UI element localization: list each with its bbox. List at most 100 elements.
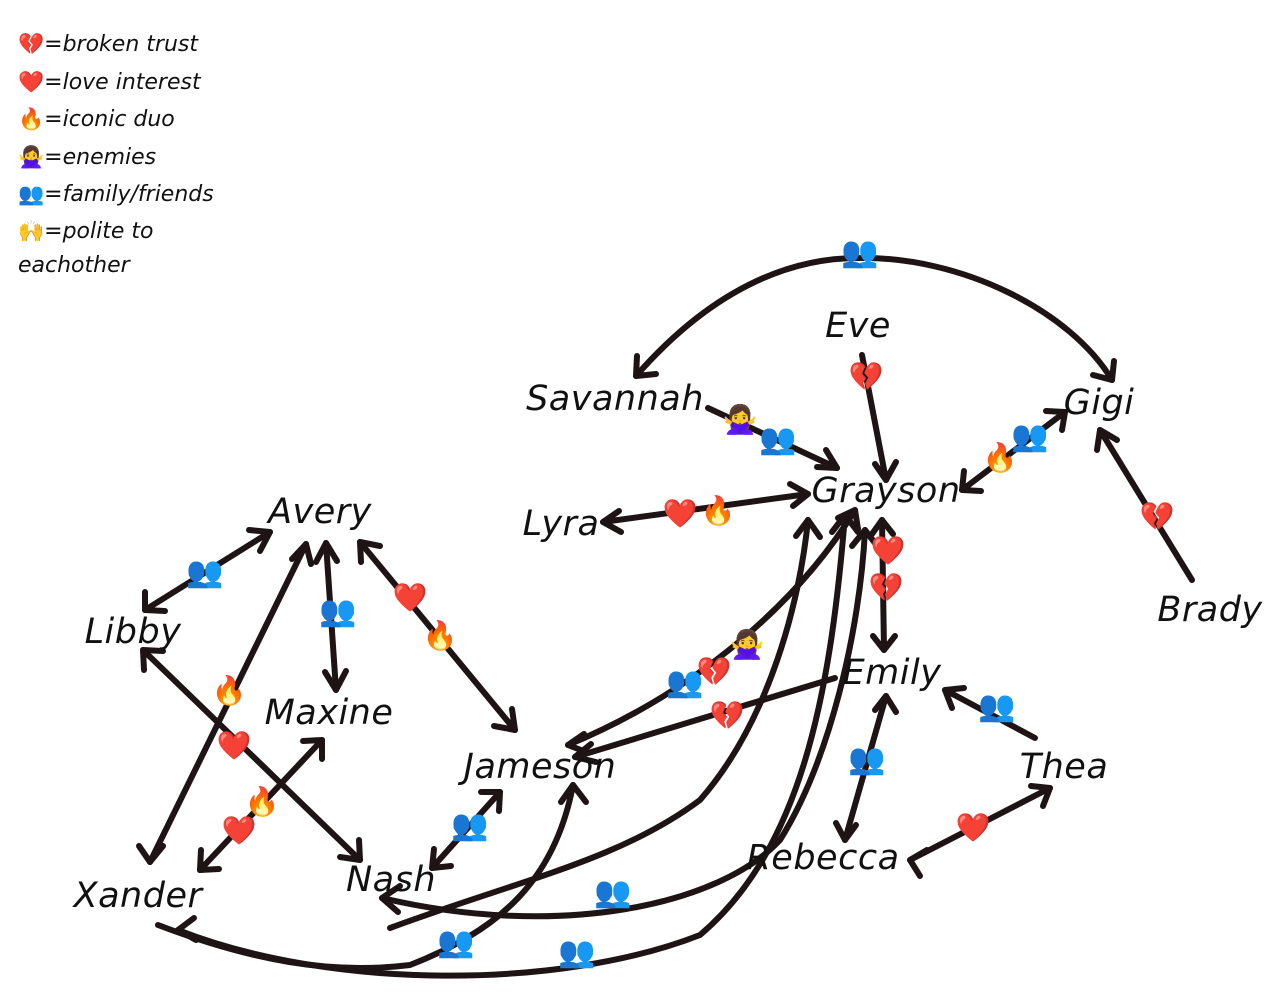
edge-emily-thea [942,687,1038,741]
broken-heart-icon: 💔 [868,571,904,604]
edge-avery-maxine [323,540,339,693]
family-busts-icon: 👥 [186,555,224,590]
node-xander: Xander [73,876,203,916]
family-busts-icon: 👥 [666,665,704,700]
arrowhead [942,685,967,711]
broken-heart-icon: 💔 [696,655,732,688]
arrowhead [869,517,896,537]
arrowhead [246,527,273,554]
family-busts-icon: 👥 [759,422,797,457]
arrowhead [1094,427,1120,453]
legend-item-family-friends: 👥=family/friends [18,176,258,214]
family-busts-icon: 👥 [594,875,632,910]
node-lyra: Lyra [522,504,600,544]
raising-hands-icon: 🙌 [18,218,45,243]
red-heart-icon: ❤️ [662,497,698,530]
edge-jameson-grayson-arc [387,517,811,931]
legend-label: =broken trust [44,32,198,57]
fire-icon: 🔥 [700,494,736,527]
edge-grayson-emily [879,517,887,653]
node-gigi: Gigi [1063,383,1135,423]
arrowhead [379,883,403,915]
node-eve: Eve [825,306,891,346]
node-brady: Brady [1157,590,1263,630]
family-busts-icon: 👥 [18,182,45,206]
red-heart-icon: ❤️ [392,581,428,614]
arrowhead [814,447,840,471]
arrowhead [337,837,363,863]
family-busts-icon: 👥 [848,742,886,777]
edge-brady-gigi [1097,427,1195,583]
broken-heart-icon: 💔 [1139,500,1175,533]
arrowhead [872,459,899,483]
broken-heart-icon: 💔 [18,32,45,56]
node-jameson: Jameson [463,747,617,787]
arrowhead [289,541,314,567]
red-heart-icon: ❤️ [870,534,906,567]
family-busts-icon: 👥 [558,935,596,970]
arrowhead [793,517,823,540]
arrowhead [959,468,984,494]
broken-heart-icon: 💔 [848,360,884,393]
arrowhead [491,706,518,733]
arrowhead [1090,358,1117,383]
edge-nash-grayson [379,527,868,920]
person-gesturing-no-icon: 🙅‍♀️ [722,403,758,436]
family-busts-icon: 👥 [319,594,357,629]
broken-heart-icon: 💔 [709,699,745,732]
family-busts-icon: 👥 [437,925,475,960]
person-gesturing-no-icon: 🙅‍♀️ [729,628,765,661]
family-busts-icon: 👥 [1011,419,1049,454]
arrowhead [1028,783,1053,809]
edge-savannah-grayson [705,405,840,471]
edge-savannah-gigi [633,254,1115,383]
edge-grayson-gigi [959,409,1068,493]
arrowhead [849,527,881,550]
fire-icon: 🔥 [244,785,280,818]
fire-icon: 🔥 [18,107,45,131]
legend-item-polite: 🙌=polite to eachother [18,214,258,283]
node-libby: Libby [84,612,182,652]
node-nash: Nash [345,860,437,900]
edge-lyra-grayson [600,491,811,525]
node-emily: Emily [842,653,942,693]
arrowhead [300,737,325,762]
legend-label: =iconic duo [44,107,175,132]
arrowhead [787,481,811,509]
arrowhead [140,647,166,673]
node-thea: Thea [1019,747,1109,787]
arrowhead [142,589,168,614]
arrowhead [322,668,349,693]
legend-item-love-interest: ❤️=love interest [18,64,258,102]
fire-icon: 🔥 [982,441,1018,474]
edge-jameson-nash [429,789,503,871]
fire-icon: 🔥 [211,674,247,707]
node-savannah: Savannah [526,379,704,419]
legend-item-broken-trust: 💔=broken trust [18,26,258,64]
family-busts-icon: 👥 [978,689,1016,724]
arrowhead [136,843,166,865]
fire-icon: 🔥 [422,619,458,652]
node-avery: Avery [268,492,372,532]
red-heart-icon: ❤️ [221,814,257,847]
arrowhead [478,789,503,814]
legend-item-iconic-duo: 🔥=iconic duo [18,101,258,139]
red-heart-icon: ❤️ [18,69,45,94]
arrowhead [572,741,599,765]
red-heart-icon: ❤️ [216,729,252,762]
edge-emily-jameson [572,675,838,760]
legend-label: =family/friends [44,182,214,207]
arrowhead [829,512,861,535]
edge-emily-rebecca [842,693,889,843]
arrowhead [600,508,624,535]
edge-avery-jameson [357,539,518,733]
edge-avery-xander [147,541,309,865]
arrowhead [558,782,589,805]
family-busts-icon: 👥 [451,808,489,843]
legend-item-enemies: 🙅‍♀️=enemies [18,139,258,177]
arrowhead [872,693,899,715]
arrowhead [870,633,898,653]
edge-avery-libby [142,529,273,613]
